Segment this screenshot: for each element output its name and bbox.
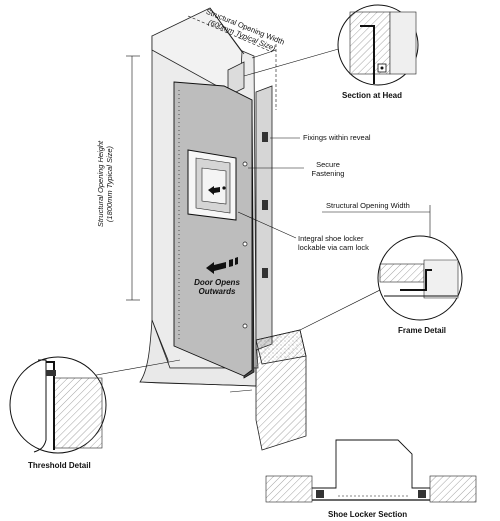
door-opens-line-2: Outwards [198, 287, 236, 296]
height-title: Structural Opening Height [96, 140, 105, 228]
door-opens-line-1: Door Opens [194, 278, 240, 287]
secure-line-2: Fastening [311, 169, 345, 178]
height-typical: (1800mm Typical Size) [105, 145, 114, 223]
height-dimension-label: Structural Opening Height (1800mm Typica… [96, 104, 114, 264]
arrow-icon [208, 186, 220, 195]
shoe-locker-section-caption: Shoe Locker Section [328, 510, 408, 519]
door-opens-arrow-icon [206, 257, 238, 274]
locker-line-1: Integral shoe locker [298, 234, 364, 243]
section-at-head-detail [337, 4, 419, 86]
secure-fastening-label: Secure Fastening [300, 160, 356, 178]
threshold-detail [9, 356, 107, 454]
door-opens-label: Door Opens Outwards [186, 278, 248, 296]
threshold-detail-caption: Threshold Detail [28, 461, 91, 470]
fixings-brackets [262, 132, 268, 278]
shoe-locker-section-detail [265, 439, 477, 503]
locker-line-2: lockable via cam lock [298, 243, 369, 252]
opening-width-right-label: Structural Opening Width [326, 201, 410, 210]
shoe-locker-label: Integral shoe locker lockable via cam lo… [298, 234, 369, 252]
frame-detail-caption: Frame Detail [398, 326, 447, 335]
frame-detail [377, 235, 463, 321]
section-at-head-caption: Section at Head [342, 91, 403, 100]
secure-line-1: Secure [316, 160, 340, 169]
fixings-label: Fixings within reveal [303, 133, 371, 142]
shoe-locker-plate [187, 149, 237, 221]
door-panel [173, 81, 255, 379]
